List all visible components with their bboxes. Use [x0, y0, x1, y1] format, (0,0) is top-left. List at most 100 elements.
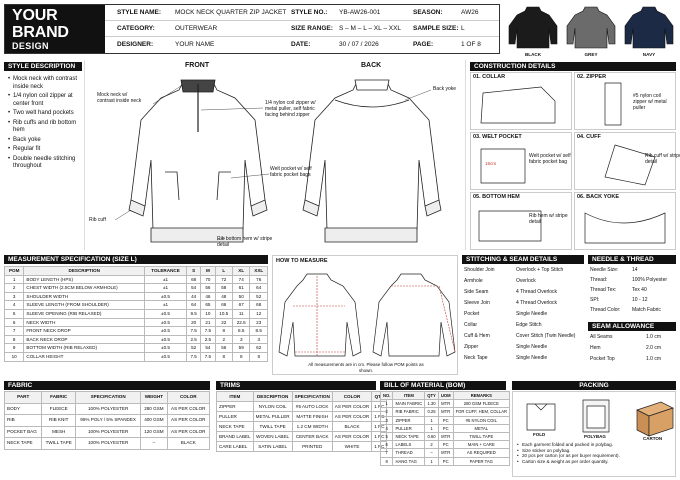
stitch-type: Single Needle [516, 355, 548, 361]
table-cell: 61 [231, 283, 251, 293]
bom-title: BILL OF MATERIAL (BOM) [380, 381, 506, 390]
table-header-cell: L [214, 266, 234, 276]
table-header-cell: DESCRIPTION [252, 391, 293, 402]
carton-label: CARTON [643, 436, 663, 441]
table-cell: WHITE [331, 441, 373, 452]
table-cell: NYLON COIL [252, 401, 293, 412]
needle-spec-value: 14 [632, 267, 638, 273]
table-cell: NECK TAPE [216, 421, 254, 432]
table-cell: WOVEN LABEL [252, 431, 293, 442]
swatch-color-name: NAVY [642, 52, 656, 57]
stitch-operation: Shoulder Join [464, 267, 495, 273]
table-cell: 8 [231, 351, 251, 362]
category-value: OUTERWEAR [175, 25, 218, 32]
packing-note: 20 pcs per carton (or as per buyer requi… [517, 453, 675, 459]
table-cell: 7.5 [200, 326, 216, 336]
table-cell: MAIN + CARE [452, 440, 511, 450]
construction-detail-label: 01. COLLAR [473, 74, 506, 80]
brand-name: YOUR BRAND [12, 7, 69, 41]
table-cell: AS PER COLOR [331, 401, 373, 412]
table-cell: BRAND LABEL [216, 431, 254, 442]
table-header-cell: S [185, 266, 202, 276]
table-cell: ±0.5 [144, 351, 187, 362]
table-cell: BLACK [166, 437, 211, 450]
table-cell: 100% POLYESTER [74, 402, 142, 415]
table-cell: 11 [231, 308, 251, 319]
table-cell: METAL PULLER [252, 411, 293, 422]
table-cell: 50 [231, 291, 251, 302]
stitch-operation: Cuff & Hem [464, 333, 490, 339]
packing-note: Size sticker on polybag. [517, 448, 675, 454]
table-header-cell: UOM [437, 390, 454, 401]
table-cell: CENTER BACK [291, 431, 333, 442]
table-cell: HANG TAG [392, 456, 426, 466]
table-cell: 59 [231, 343, 251, 353]
welt-pocket-dimension: 15cm [485, 161, 497, 166]
construction-detail-card: 02. ZIPPER#5 nylon coil zipper w/ metal … [574, 72, 676, 130]
table-cell: NECK TAPE [3, 437, 43, 450]
table-cell: PULLER [392, 423, 426, 434]
table-cell: BLACK [331, 421, 373, 432]
table-header-cell: TOLERANCE [144, 266, 187, 276]
construction-detail-note: #5 nylon coil zipper w/ metal puller [633, 93, 667, 111]
table-cell: FOR CUFF, HEM, COLLAR [452, 407, 511, 417]
table-cell: 54 [200, 343, 216, 353]
table-cell: 5 [3, 308, 25, 319]
table-cell: MTR [437, 399, 454, 409]
welt-pocket-callout: Welt pocket w/ self fabric pocket bags [270, 166, 312, 178]
table-cell: THREAD [392, 448, 426, 458]
table-cell: 1 [3, 274, 25, 285]
seam-allowance-value: 1.0 cm [646, 356, 662, 362]
table-cell: 65 [200, 300, 216, 310]
seam-allowance-label: All Seams [590, 334, 613, 340]
table-cell: 46 [200, 291, 216, 302]
brand-logo: YOUR BRAND DESIGN [5, 5, 105, 53]
construction-detail-label: 04. CUFF [577, 134, 601, 140]
table-header-cell: ITEM [392, 390, 426, 401]
season-label: SEASON: [413, 9, 443, 16]
construction-detail-sketch [478, 210, 542, 242]
table-cell: MESH [41, 425, 76, 438]
construction-detail-label: 05. BOTTOM HEM [473, 194, 520, 200]
needle-spec-value: Tex 40 [632, 287, 647, 293]
stitch-type: Overlock [516, 278, 536, 284]
table-header-cell: QTY [424, 390, 439, 401]
style-no-value: YB-AW26-001 [339, 9, 381, 16]
seam-allowance-title: SEAM ALLOWANCE [588, 322, 676, 331]
table-cell: RIB KNIT [41, 414, 76, 427]
header-grid: STYLE NAME: MOCK NECK QUARTER ZIP JACKET… [105, 5, 499, 53]
table-cell: 64 [249, 283, 268, 293]
back-view-title: BACK [361, 62, 382, 69]
table-cell: COLLAR HEIGHT [23, 351, 146, 362]
style-no-label: STYLE NO.: [291, 9, 328, 16]
style-description-item: 1/4 nylon coil zipper at center front [8, 93, 82, 108]
table-header-cell: DESCRIPTION [23, 266, 146, 276]
rib-hem-callout: Rib bottom hem w/ stripe detail [217, 236, 273, 248]
table-cell: AS PER COLOR [166, 414, 211, 427]
table-header-cell: FABRIC [41, 391, 76, 404]
stitch-type: Edge Stitch [516, 322, 542, 328]
date-label: DATE: [291, 41, 311, 48]
packing-panel: FOLD POLYBAG CARTON Each garment folded … [512, 391, 676, 477]
table-cell: 400 GSM [140, 414, 168, 427]
table-cell: 4 [379, 423, 394, 434]
page-value: 1 OF 8 [461, 41, 481, 48]
table-cell: 64 [185, 300, 202, 310]
needle-spec-label: Needle Size: [590, 267, 619, 273]
construction-details: 01. COLLAR 02. ZIPPER#5 nylon coil zipper… [470, 72, 680, 250]
table-cell: #5 AUTO LOCK [291, 401, 333, 412]
table-cell: 76 [249, 274, 268, 285]
packing-illustrations [526, 399, 674, 437]
table-cell: 95% POLY / 5% SPANDEX [74, 414, 142, 427]
table-cell: 280 GSM [140, 402, 168, 415]
how-to-measure-panel: HOW TO MEASURE All measurements are in c… [272, 255, 458, 375]
table-cell: 8.5 [231, 326, 251, 336]
